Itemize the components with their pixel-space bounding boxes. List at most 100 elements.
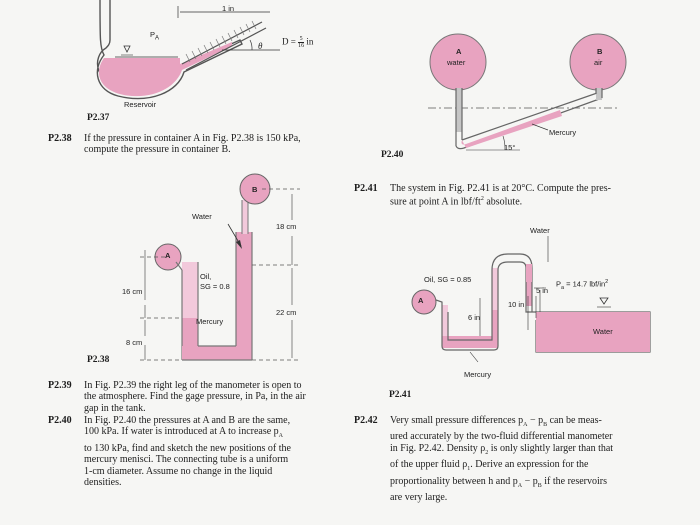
fig241-mercury: Mercury xyxy=(464,370,492,379)
water-tank xyxy=(536,312,650,352)
fig241-water-top: Water xyxy=(530,226,550,235)
fig238-mercury: Mercury xyxy=(196,317,224,326)
p242-line5-sub2: B xyxy=(537,482,542,489)
p242-line5c: if the reservoirs xyxy=(541,475,608,487)
mercury-column xyxy=(461,110,562,148)
p242-number: P2.42 xyxy=(354,415,378,426)
fig241-water-right: Water xyxy=(593,327,613,336)
fig241-dim-6: 6 in xyxy=(468,313,481,322)
p241-sup: 2 xyxy=(480,196,484,203)
p242-line5-sub1: A xyxy=(517,482,523,489)
p242-line2: ured accurately by the two-fluid differe… xyxy=(390,431,613,443)
fig237-dia-prefix: D = xyxy=(282,36,296,47)
p242-line6: are very large. xyxy=(390,492,448,504)
problem-p2-39: P2.39 In Fig. P2.39 the right leg of the … xyxy=(48,380,353,414)
p242-line1a: Very small pressure differences p xyxy=(390,415,524,426)
fig241-pa-sub: a xyxy=(561,285,565,291)
p239-line2: the atmosphere. Find the gage pressure, … xyxy=(84,391,306,403)
fig240-mercury: Mercury xyxy=(549,128,577,137)
p240-line2: 100 kPa. If water is introduced at A to … xyxy=(84,426,279,438)
fig238-dim-8: 8 cm xyxy=(126,338,143,347)
fig237-dim-1in: 1 in xyxy=(222,4,235,13)
fig238-water: Water xyxy=(192,212,212,221)
p242-line1b: − p xyxy=(527,415,544,426)
p240-line3: to 130 kPa, find and sketch the new posi… xyxy=(84,442,291,454)
fig237-pa: P xyxy=(150,30,156,39)
p241-number: P2.41 xyxy=(354,183,378,194)
fig237-dia-unit: in xyxy=(306,36,314,47)
fig238-dim-22: 22 cm xyxy=(276,308,297,317)
fig238-oil: Oil, xyxy=(200,272,212,281)
fig238-dim-18: 18 cm xyxy=(276,222,297,231)
fig241-dim-5: 5 in xyxy=(536,286,549,295)
p242-line3-sub: 2 xyxy=(485,449,489,456)
fig237-pa-label: PA xyxy=(150,30,159,42)
point-a-bulb xyxy=(411,289,437,315)
p242-line4a: of the upper fluid ρ xyxy=(390,459,468,471)
p241-line2b: absolute. xyxy=(483,196,523,208)
fig238-label-a: A xyxy=(165,251,171,260)
fig241-pa-value: = 14.7 lbf/in xyxy=(566,279,606,289)
fig241-pa: P xyxy=(556,279,562,289)
figure-p2-41 xyxy=(411,236,651,363)
p238-number: P2.38 xyxy=(48,133,72,144)
free-surface-symbol xyxy=(123,45,131,53)
bottom-u-mercury xyxy=(182,346,252,360)
p242-line5a: proportionality between h and p xyxy=(390,475,518,487)
figure-p2-37 xyxy=(96,0,280,100)
p240-line1: In Fig. P2.40 the pressures at A and B a… xyxy=(84,415,291,426)
p241-line2: sure at point A in lbf/ft xyxy=(390,196,481,208)
fig241-dim-10: 10 in xyxy=(508,300,525,309)
fig238-oil-sg: SG = 0.8 xyxy=(200,282,230,291)
tube-hatching xyxy=(185,20,257,63)
fig238-dim-16: 16 cm xyxy=(122,287,143,296)
problem-p2-40: P2.40 In Fig. P2.40 the pressures at A an… xyxy=(48,415,353,488)
p242-line4-sub: 1 xyxy=(467,466,471,473)
p242-line1c: can be meas- xyxy=(547,415,602,426)
fig237-caption: P2.37 xyxy=(87,113,110,123)
p240-line4: mercury menisci. The connecting tube is … xyxy=(84,454,289,466)
fig240-caption: P2.40 xyxy=(381,150,404,160)
problem-p2-41: P2.41 The system in Fig. P2.41 is at 20°C… xyxy=(354,183,674,208)
fig237-pa-sub: A xyxy=(155,35,160,42)
fig240-air: air xyxy=(594,58,603,67)
p239-line1: In Fig. P2.39 the right leg of the manom… xyxy=(84,380,302,391)
fig237-reservoir-label: Reservoir xyxy=(124,100,157,109)
fig241-pa-label: Pa = 14.7 lbf/in2 xyxy=(556,279,608,291)
reservoir-fluid xyxy=(98,42,232,97)
p239-number: P2.39 xyxy=(48,380,72,391)
fig241-label-a: A xyxy=(418,296,424,305)
fig237-theta: θ xyxy=(258,41,263,51)
fig241-oil: Oil, SG = 0.85 xyxy=(424,275,472,284)
fig241-caption: P2.41 xyxy=(389,390,412,400)
fig237-dia-num: 5 xyxy=(298,36,305,43)
fig237-dia-den: 16 xyxy=(298,43,305,49)
figure-p2-40 xyxy=(428,33,627,151)
p242-line5b: − p xyxy=(522,475,538,487)
right-leg-mercury xyxy=(236,232,252,348)
p242-line1-sub2: B xyxy=(543,422,548,428)
fig240-water: water xyxy=(447,58,466,67)
fig240-label-b: B xyxy=(597,47,603,56)
p238-line2: compute the pressure in container B. xyxy=(84,144,231,156)
p240-line6: densities. xyxy=(84,477,122,489)
p240-line2-sub: A xyxy=(278,433,284,440)
figure-p2-38 xyxy=(140,173,300,361)
fig238-label-b: B xyxy=(252,185,258,194)
p242-line3a: in Fig. P2.42. Density ρ xyxy=(390,442,486,454)
p242-line1-sub1: A xyxy=(523,422,528,428)
p239-line3: gap in the tank. xyxy=(84,402,146,414)
p240-number: P2.40 xyxy=(48,415,72,426)
fig240-label-a: A xyxy=(456,47,462,56)
p242-line3b: is only slightly larger than that xyxy=(488,442,614,454)
p241-line1: The system in Fig. P2.41 is at 20°C. Com… xyxy=(390,183,611,194)
fig241-pa-sup: 2 xyxy=(605,279,609,285)
right-leg-water xyxy=(242,200,248,234)
p242-line4b: . Derive an expression for the xyxy=(470,459,589,471)
fig240-angle: 15° xyxy=(504,143,516,152)
